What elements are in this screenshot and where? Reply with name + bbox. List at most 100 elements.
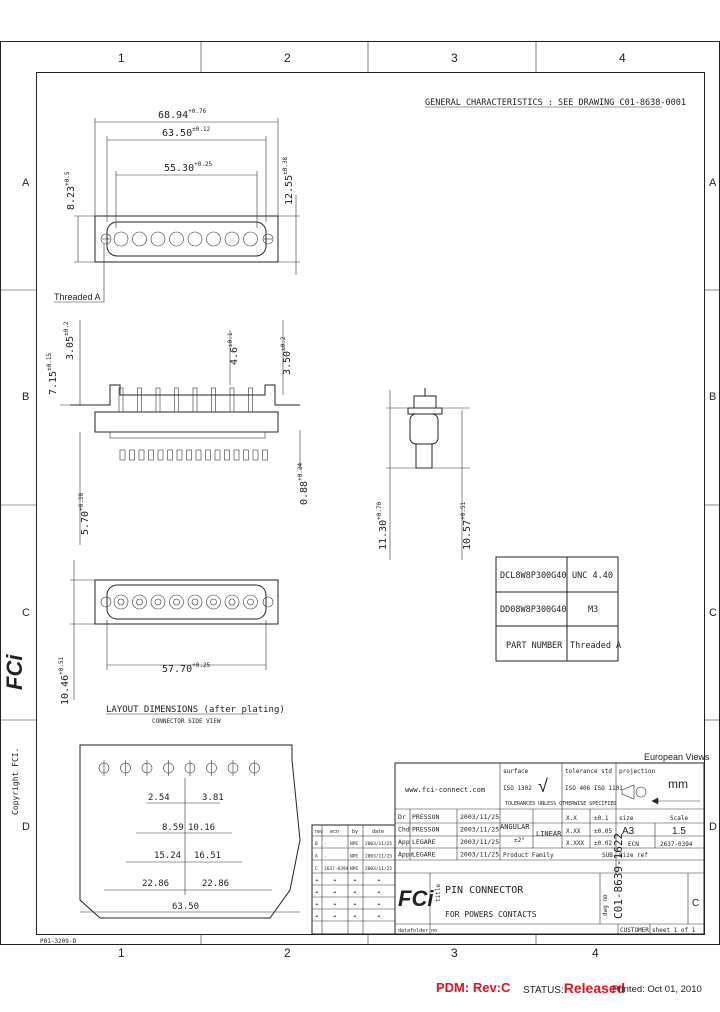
svg-text:-: -: [377, 889, 381, 896]
svg-text:-: -: [377, 913, 381, 920]
slot: [138, 449, 145, 461]
angle-tol: ±2°: [514, 837, 525, 844]
side-view: 7.15±0.15 3.05±0.2 4.6±0.1 3.50±0.2 0.88…: [46, 320, 310, 545]
pin-front-core: [228, 598, 236, 606]
layout-dim-4: 10.16: [188, 823, 215, 833]
pin-top: [206, 231, 221, 247]
dim-d3: 4.6±0.1: [227, 332, 240, 365]
pin-side: [118, 387, 124, 413]
dim-d5: 0.88+0.24: [297, 462, 310, 505]
pin-side: [211, 387, 216, 413]
rev-date: 2003/11/25: [365, 841, 392, 847]
layout-dim-8: 22.86: [202, 879, 229, 889]
pdm-label: PDM: Rev:: [436, 980, 502, 995]
ecn-label: ECN: [628, 841, 639, 848]
signoff-name: PRESSON: [412, 826, 439, 834]
svg-text:-: -: [315, 913, 319, 920]
title-2: FOR POWERS CONTACTS: [445, 910, 537, 919]
pin-top: [224, 231, 240, 247]
rev-id: B: [315, 841, 318, 847]
svg-text:-: -: [315, 889, 319, 896]
slot: [224, 449, 230, 461]
layout-view: LAYOUT DIMENSIONS (after plating) CONNEC…: [79, 705, 301, 919]
european-views: European Views: [644, 752, 710, 762]
signoff-date: 2003/11/25: [460, 851, 499, 859]
pin-side: [229, 387, 235, 413]
svg-text:-: -: [333, 913, 337, 920]
dim-d6: 5.70+0.30: [78, 492, 91, 535]
svg-text:-: -: [315, 901, 319, 908]
size-val: A3: [622, 826, 635, 837]
dwg-no: C01-8639-1622: [612, 833, 625, 919]
slot: [262, 449, 268, 461]
zone-col-3: 3: [451, 51, 458, 65]
zone-markers: [0, 41, 720, 944]
copyright: Copyright FCI.: [11, 748, 20, 815]
end-view: 11.30+0.70 10.57+0.51: [376, 388, 473, 560]
rev-id: A: [315, 854, 318, 860]
zone-col-3b: 3: [451, 946, 458, 960]
thread-1: UNC 4.40: [572, 571, 613, 581]
svg-text:-: -: [333, 877, 337, 884]
signoff-date: 2003/11/25: [460, 826, 499, 834]
pin-top: [113, 231, 129, 247]
svg-text:-: -: [353, 877, 357, 884]
pin-top: [187, 231, 203, 247]
zone-row-d: D: [22, 821, 30, 833]
dim-d1: 7.15±0.15: [46, 352, 59, 395]
signoff-name: PRESSON: [412, 813, 439, 821]
thread-2: M3: [588, 605, 598, 615]
rev-date: 2003/11/25: [365, 866, 392, 872]
zone-col-2b: 2: [284, 946, 291, 960]
surface-label: surface: [503, 768, 529, 775]
dim-height: 10.46+0.51: [58, 656, 71, 705]
svg-text:-: -: [377, 877, 381, 884]
title-block: www.fci-connect.com surface ISO 1302 √ t…: [394, 762, 705, 935]
slot: [157, 449, 164, 461]
pin-side: [174, 387, 179, 413]
zone-col-4b: 4: [592, 946, 599, 960]
threaded-label: Threaded A: [54, 292, 101, 302]
empty-rev-marks: ---- ---- ---- ----: [315, 877, 381, 921]
signoff-date: 2003/11/25: [460, 813, 499, 821]
signoff-role: App: [398, 838, 410, 846]
fci-logo-vertical: FCi: [2, 654, 27, 690]
pin-front: [243, 594, 258, 610]
slot: [119, 449, 126, 461]
top-view: 68.94+0.76 63.50±0.12 55.30+0.25 8.23+0.…: [54, 108, 300, 303]
slot: [243, 449, 249, 461]
layout-dim-7: 22.86: [142, 879, 169, 889]
svg-text:-: -: [333, 889, 337, 896]
tolerance-label: tolerance std: [565, 768, 612, 775]
pin-front-core: [210, 598, 217, 606]
pin-side: [192, 387, 198, 413]
zone-col-1b: 1: [118, 946, 125, 960]
sheet: sheet 1 of 1: [652, 927, 696, 934]
pin-front-core: [191, 598, 199, 606]
pin-front: [113, 594, 129, 610]
check-mark: √: [538, 776, 548, 796]
projection-label: projection: [619, 768, 656, 775]
rev-hdr-date: date: [372, 829, 384, 835]
rev-hdr-by: by: [352, 829, 358, 835]
printed-text: Printed: Oct 01, 2010: [612, 984, 702, 995]
svg-text:-: -: [353, 901, 357, 908]
size-label: size: [619, 815, 634, 822]
product-family: Product Family: [503, 852, 554, 859]
pin-top: [132, 231, 147, 247]
pin-front: [150, 594, 166, 610]
scale-val: 1.5: [672, 826, 686, 837]
zone-row-b: B: [22, 391, 29, 403]
part-1: DCL8W8P300G40: [500, 571, 567, 581]
status-value: Released: [563, 980, 626, 996]
pin-side: [137, 387, 142, 413]
signoff-name: LEGARE: [412, 851, 436, 859]
rev-ecn: -: [324, 842, 327, 847]
tol-hdr-1: X.X: [566, 815, 577, 822]
svg-text:FCi: FCi: [2, 654, 27, 690]
sub-label: SUB: [602, 852, 613, 859]
printed-date: Printed: Oct 01, 2010: [612, 984, 702, 1006]
dim-d8: 10.57+0.51: [460, 501, 473, 550]
dim-d2: 3.05±0.2: [63, 321, 76, 360]
dim-width: 57.70+0.25: [162, 662, 211, 675]
